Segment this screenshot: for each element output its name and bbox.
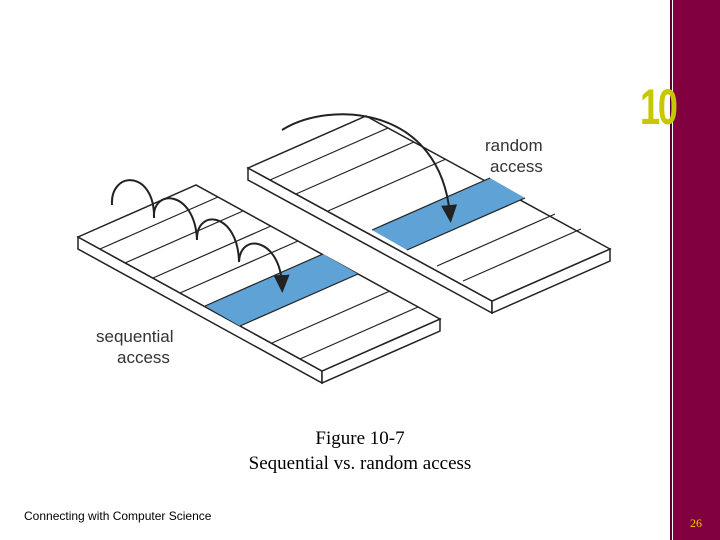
random-label-line2: access — [490, 157, 543, 176]
figure-caption: Sequential vs. random access — [248, 453, 472, 474]
sequential-label: sequential access — [96, 327, 178, 367]
sidebar-divider — [670, 0, 672, 540]
sequential-label-line1: sequential — [96, 327, 174, 346]
sequential-tape — [76, 184, 442, 385]
figure-number: Figure 10-7 — [315, 428, 405, 449]
page-number: 26 — [690, 516, 702, 530]
footer-text: Connecting with Computer Science — [24, 509, 212, 523]
random-label-line1: random — [485, 136, 543, 155]
chapter-number: 10 — [640, 79, 678, 135]
access-diagram: sequential access random access — [76, 113, 612, 385]
sequential-label-line2: access — [117, 348, 170, 367]
sequential-hop-arrows — [110, 179, 290, 293]
sidebar-band — [673, 0, 720, 540]
random-label: random access — [485, 136, 547, 176]
random-jump-arrow — [281, 113, 458, 223]
